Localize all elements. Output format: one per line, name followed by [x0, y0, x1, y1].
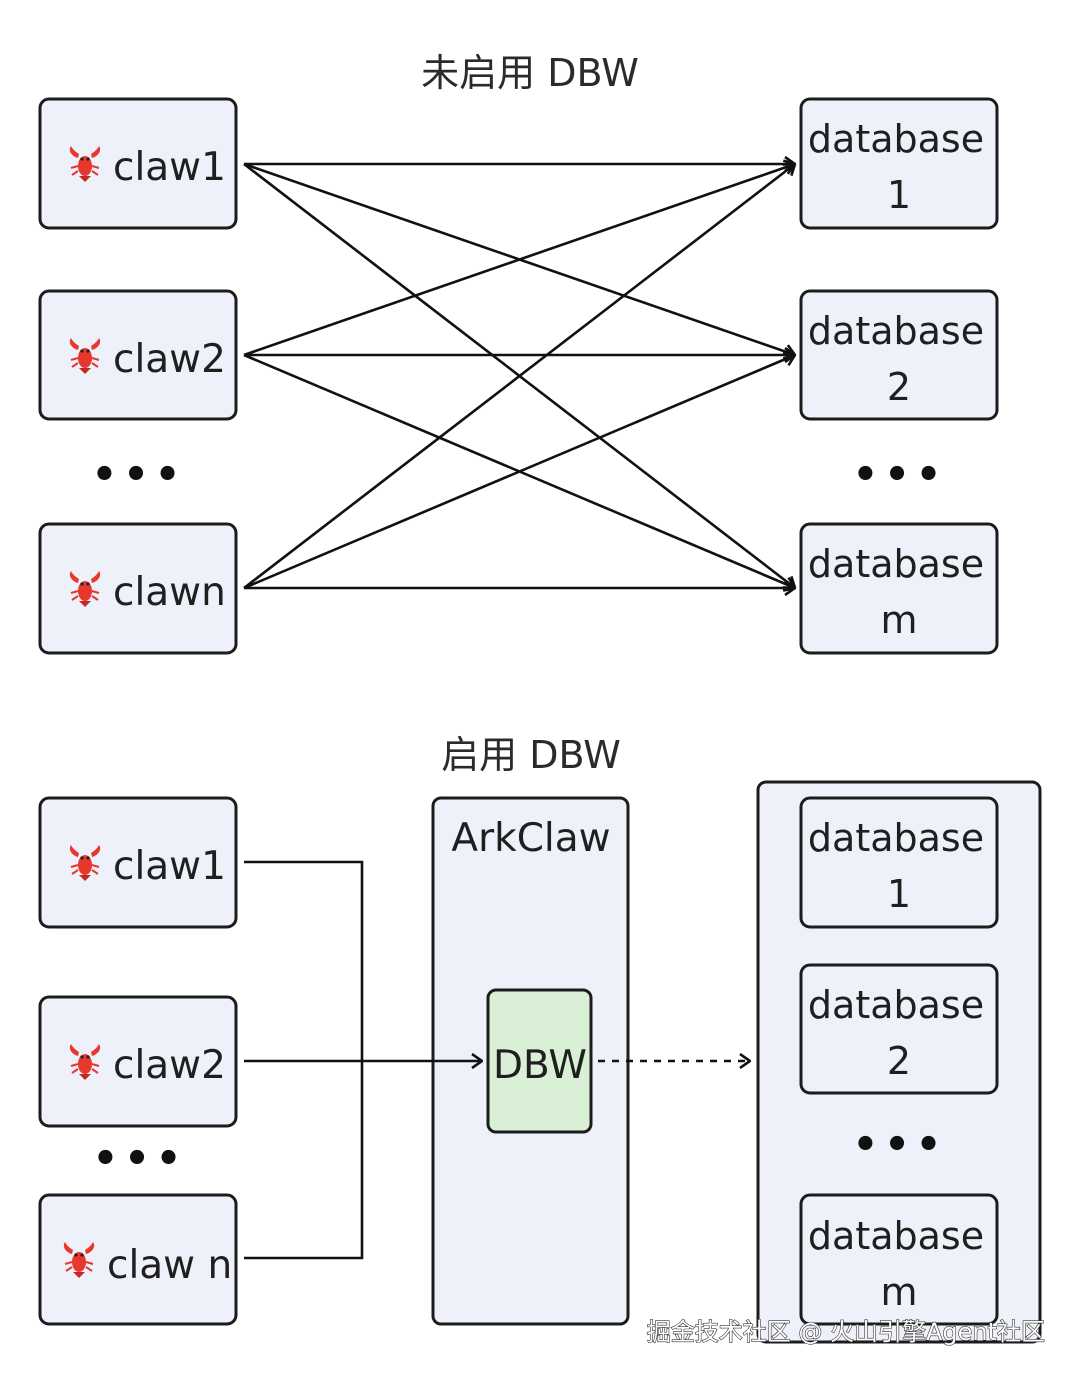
database-index: m	[880, 598, 917, 642]
arkclaw-label: ArkClaw	[451, 816, 610, 861]
top-right-ellipsis: •••	[853, 452, 948, 498]
bottom-database-node-1: database 1	[799, 796, 999, 929]
top-database-node-1: database 1	[799, 97, 999, 230]
database-index: 2	[887, 365, 911, 409]
top-database-node-m: database m	[799, 522, 999, 655]
bottom-right-ellipsis: •••	[853, 1122, 948, 1168]
top-database-node-2: database 2	[799, 289, 999, 421]
database-index: 1	[887, 872, 911, 916]
edge	[243, 355, 795, 590]
bottom-left-ellipsis: •••	[93, 1136, 188, 1182]
claw-label: claw2	[113, 1043, 226, 1088]
bottom-title: 启用 DBW	[441, 733, 621, 777]
dbw-label: DBW	[493, 1043, 587, 1088]
bottom-claw-node-n: claw n	[38, 1193, 238, 1326]
database-label: database	[808, 983, 984, 1027]
bottom-claw-node-1: claw1	[38, 796, 238, 929]
database-label: database	[808, 117, 984, 161]
database-label: database	[808, 309, 984, 353]
database-index: 2	[887, 1039, 911, 1083]
bottom-database-node-m: database m	[799, 1193, 999, 1326]
database-label: database	[808, 816, 984, 860]
database-label: database	[808, 1214, 984, 1258]
claw-label: claw n	[107, 1243, 232, 1288]
database-index: 1	[887, 173, 911, 217]
claw-label: claw1	[113, 145, 226, 190]
bottom-claw-node-2: claw2	[38, 995, 238, 1128]
database-label: database	[808, 542, 984, 586]
top-title: 未启用 DBW	[421, 51, 639, 95]
top-claw-node-2: claw2	[38, 289, 238, 421]
edge	[243, 164, 795, 590]
claw-label: claw1	[113, 844, 226, 889]
claw-label: clawn	[113, 570, 226, 615]
top-edges	[243, 164, 795, 590]
edge	[243, 164, 795, 357]
watermark: 掘金技术社区 @ 火山引擎Agent社区	[647, 1318, 1045, 1346]
claw-label: claw2	[113, 337, 226, 382]
bottom-edges	[244, 860, 750, 1260]
dbw-node	[486, 988, 593, 1134]
top-left-ellipsis: •••	[92, 452, 187, 498]
top-claw-node-n: clawn	[38, 522, 238, 655]
top-claw-node-1: claw1	[38, 97, 238, 230]
database-group-container: database 1 database 2 ••• database m	[756, 780, 1042, 1344]
database-index: m	[880, 1270, 917, 1314]
bottom-database-node-2: database 2	[799, 963, 999, 1095]
